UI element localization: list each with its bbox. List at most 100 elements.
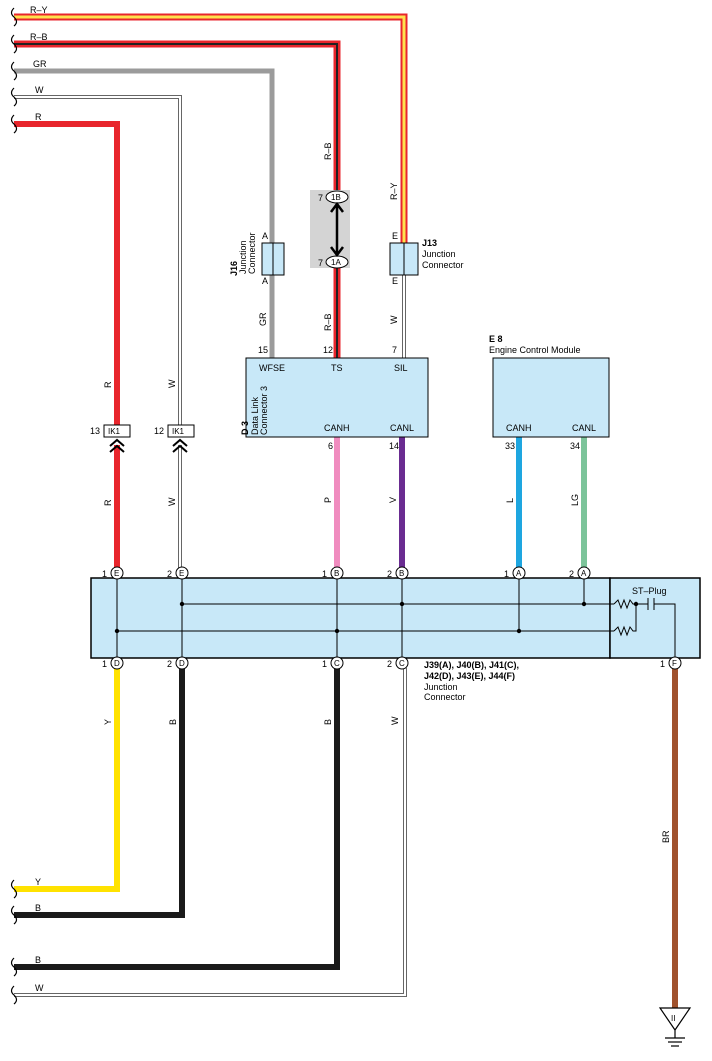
- ik1-left-label: IK1: [108, 427, 121, 436]
- vlabel-p: P: [323, 497, 333, 503]
- label-r-y: R–Y: [30, 5, 48, 15]
- e8-desc: Engine Control Module: [489, 345, 581, 355]
- jp-bot-2-letter: C: [334, 659, 340, 668]
- d3-pin-sil: SIL: [394, 363, 408, 373]
- vlabel-rb-up: R–B: [323, 142, 333, 160]
- label-b1-bottom: B: [35, 903, 41, 913]
- junction-title1: J39(A), J40(B), J41(C),: [424, 660, 519, 670]
- junction-desc1: Junction: [424, 682, 458, 692]
- ik1-right-label: IK1: [172, 427, 185, 436]
- jp-top-1-num: 2: [167, 569, 172, 579]
- jp-top-3-letter: B: [399, 569, 404, 578]
- junction-internal-wiring: [116, 578, 676, 658]
- jp-bot-1-letter: D: [179, 659, 185, 668]
- d3-num-canh: 6: [328, 441, 333, 451]
- label-r: R: [35, 112, 42, 122]
- st-plug-label: ST–Plug: [632, 586, 667, 596]
- wire-gr: [14, 68, 275, 358]
- ik1-left-num: 13: [90, 426, 100, 436]
- j16-pin-top: A: [262, 231, 268, 241]
- jp-top-5-letter: A: [581, 569, 587, 578]
- ik1-right-num: 12: [154, 426, 164, 436]
- ik1-left-chevrons: [109, 438, 125, 453]
- d3-pin-canl: CANL: [390, 423, 414, 433]
- ground-label: II: [671, 1014, 675, 1023]
- vlabel-br: BR: [661, 830, 671, 843]
- vlabel-y: Y: [103, 719, 113, 725]
- e8-box: [492, 357, 610, 438]
- splice-top-num: 7: [318, 193, 323, 203]
- vlabel-gr: GR: [258, 312, 268, 326]
- vlabel-lg: LG: [570, 494, 580, 506]
- junction-dots: [114, 601, 639, 634]
- j16-desc2: Connector: [247, 232, 257, 274]
- d3-num-ts: 12: [323, 345, 333, 355]
- ik1-right-box: [167, 424, 195, 438]
- splice-arrow: [330, 201, 344, 258]
- jp-top-2-letter: B: [334, 569, 339, 578]
- label-r-b: R–B: [30, 32, 48, 42]
- d3-num-wfse: 15: [258, 345, 268, 355]
- vlabel-w-c: W: [390, 716, 400, 725]
- jp-top-0-num: 1: [102, 569, 107, 579]
- jp-top-3-num: 2: [387, 569, 392, 579]
- wire-w-bottom: [14, 668, 407, 997]
- label-b2-bottom: B: [35, 955, 41, 965]
- j13-desc2: Connector: [422, 260, 464, 270]
- d3-box: [245, 357, 429, 438]
- splice-top-label: 1B: [331, 193, 341, 202]
- d3-pin-canh: CANH: [324, 423, 350, 433]
- splice-shade: [310, 190, 350, 268]
- junction-desc2: Connector: [424, 692, 466, 702]
- label-gr: GR: [33, 59, 47, 69]
- splice-bot-num: 7: [318, 258, 323, 268]
- junction-pin-circles: [110, 566, 682, 670]
- vlabel-r-top: R: [103, 381, 113, 388]
- vlabel-r-bot: R: [103, 499, 113, 506]
- jp-top-0-letter: E: [114, 569, 119, 578]
- wire-r-b: [14, 40, 341, 358]
- jp-top-5-num: 2: [569, 569, 574, 579]
- vlabel-rb-mid: R–B: [323, 313, 333, 331]
- wire-y: [14, 668, 120, 892]
- jp-bot-2-num: 1: [322, 659, 327, 669]
- vlabel-b2: B: [323, 719, 333, 725]
- vlabel-w-e: W: [389, 315, 399, 324]
- jp-bot-4-letter: F: [672, 659, 677, 668]
- ik1-right-chevrons: [172, 438, 188, 453]
- d3-pin-wfse: WFSE: [259, 363, 285, 373]
- e8-num-canh: 33: [505, 441, 515, 451]
- wire-w-top: [14, 95, 182, 425]
- vlabel-ry: R–Y: [389, 182, 399, 200]
- wire-b2: [14, 668, 340, 970]
- e8-num-canl: 34: [570, 441, 580, 451]
- j13-pin-top: E: [392, 231, 398, 241]
- jp-bot-3-num: 2: [387, 659, 392, 669]
- e8-id: E 8: [489, 334, 503, 344]
- e8-pin-canl: CANL: [572, 423, 596, 433]
- jp-bot-1-num: 2: [167, 659, 172, 669]
- label-y-bottom: Y: [35, 877, 41, 887]
- wire-r-y: [14, 13, 408, 243]
- d3-desc2: Connector 3: [259, 386, 269, 435]
- st-plug-box: [609, 577, 701, 659]
- j13-id: J13: [422, 238, 437, 248]
- wire-r: [14, 121, 120, 425]
- vlabel-v: V: [388, 497, 398, 503]
- jp-bot-3-letter: C: [399, 659, 405, 668]
- j16-pin-bot: A: [262, 276, 268, 286]
- splice-bot-label: 1A: [331, 258, 341, 267]
- jp-top-4-letter: A: [516, 569, 522, 578]
- d3-id: D 3: [240, 421, 250, 435]
- junction-title2: J42(D), J43(E), J44(F): [424, 671, 515, 681]
- jp-bot-0-letter: D: [114, 659, 120, 668]
- junction-box: [90, 577, 611, 659]
- jp-bot-4-num: 1: [660, 659, 665, 669]
- vlabel-w-bot: W: [167, 497, 177, 506]
- jp-top-4-num: 1: [504, 569, 509, 579]
- j16-desc1: Junction: [238, 240, 248, 274]
- jp-top-1-letter: E: [179, 569, 184, 578]
- label-w: W: [35, 85, 44, 95]
- vlabel-l: L: [505, 498, 515, 503]
